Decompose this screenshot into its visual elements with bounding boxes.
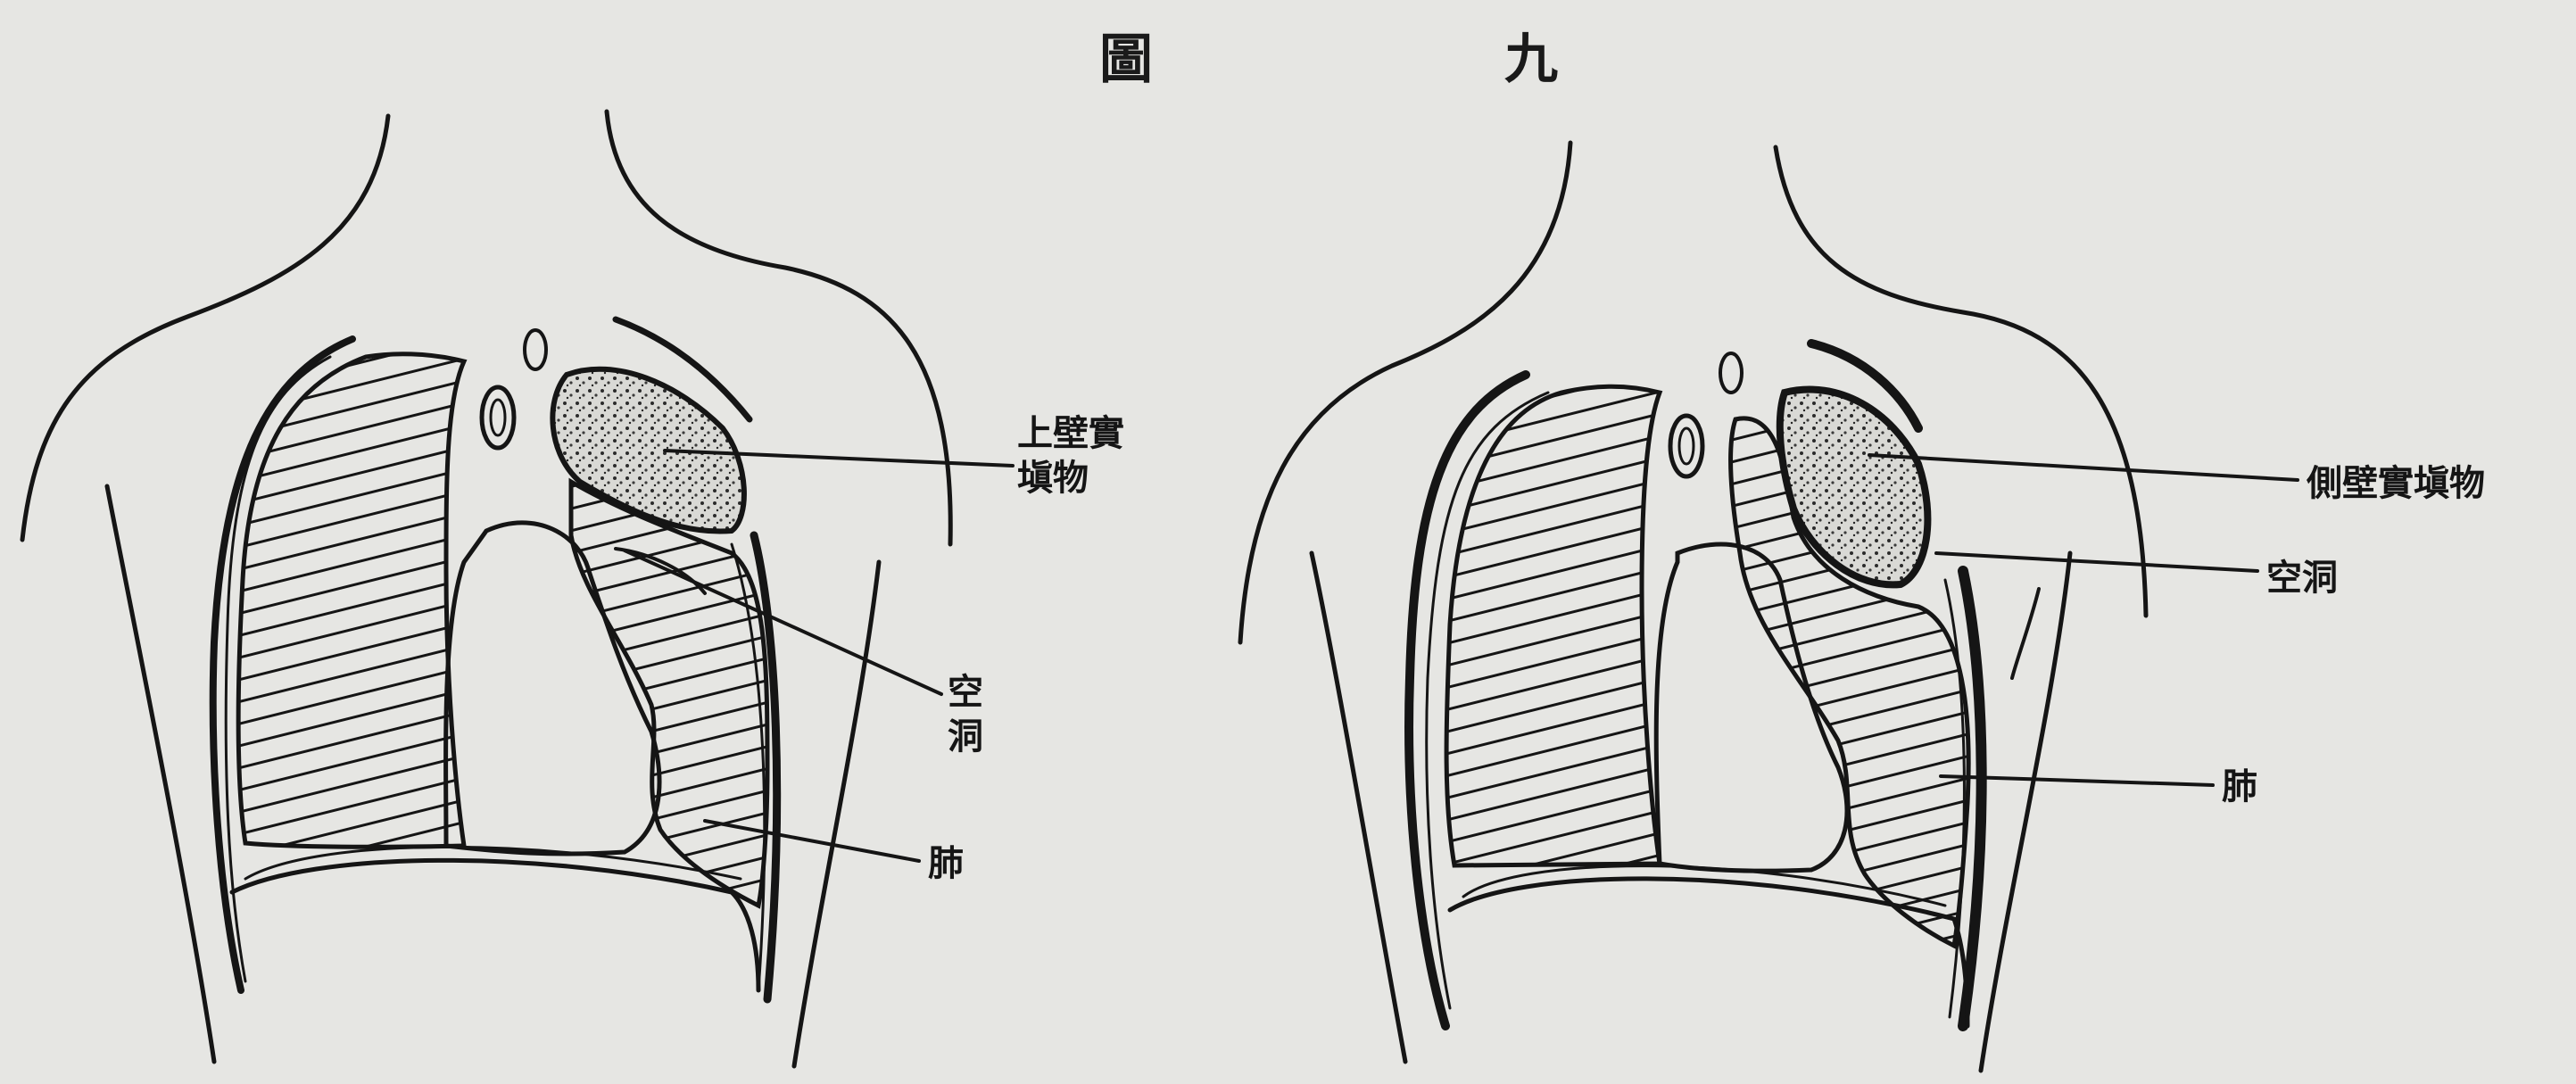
label-side-fill: 側壁實塡物 [2307,462,2485,505]
label-cavity-line1: 空 [948,671,983,714]
left-chest-diagram [22,112,1013,1066]
right-lung-r [1446,386,1660,865]
left-lung-l [571,482,767,906]
label-upper-fill-line1: 上壁實 [1017,412,1124,455]
label-upper-fill-line2: 塡物 [1017,457,1089,500]
right-chest-diagram [1240,143,2298,1071]
left-diaphragm [232,860,758,990]
left-lung-r [238,354,464,848]
label-cavity-right: 空洞 [2266,557,2338,600]
label-lung-left: 肺 [928,842,964,885]
label-cavity-line2: 洞 [948,716,983,758]
label-lung-right: 肺 [2222,765,2257,808]
